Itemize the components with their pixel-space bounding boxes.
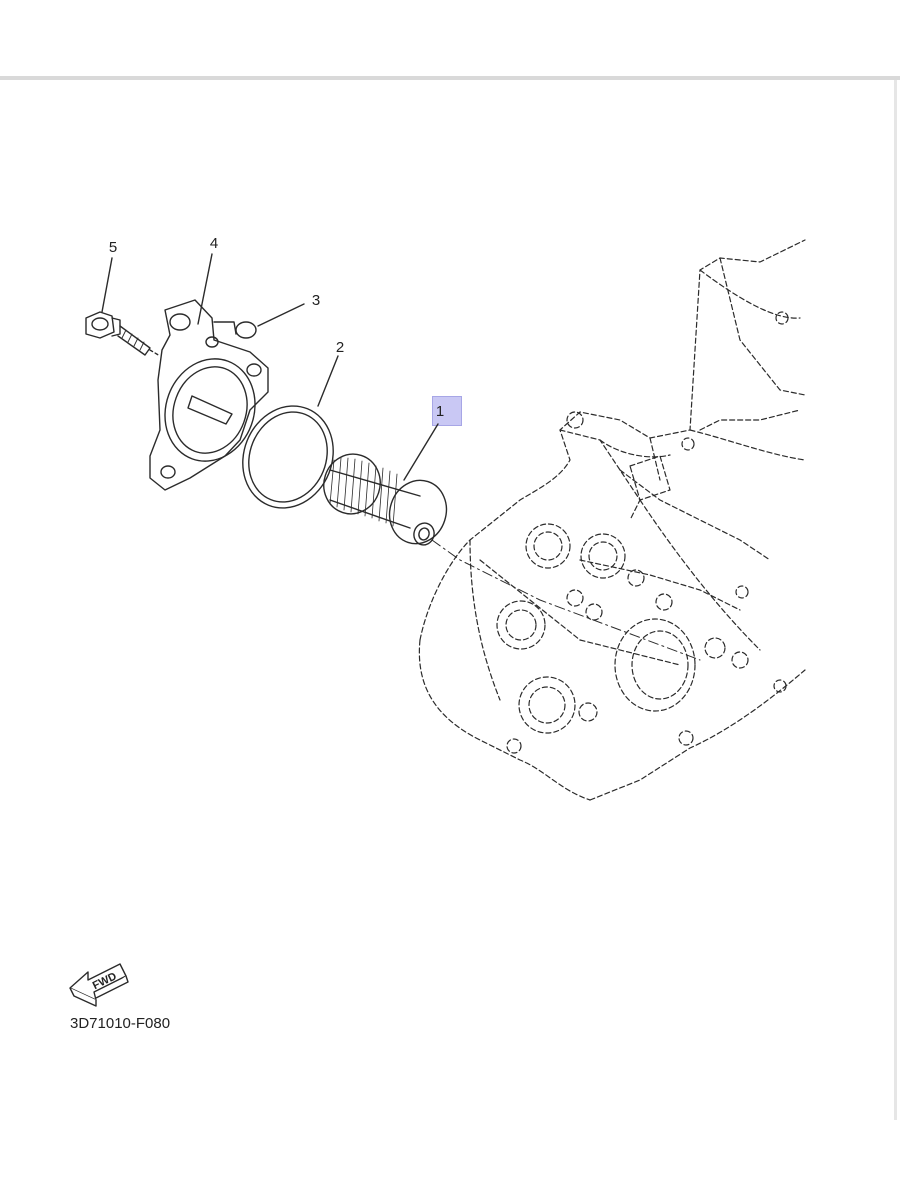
o-ring-large [242,405,334,509]
oil-filter-element [323,453,448,546]
o-ring-small [235,321,257,339]
callout-3-label[interactable]: 3 [312,292,320,309]
leader-3 [257,303,305,327]
crankcase-outline [418,239,806,801]
callout-1-label[interactable]: 1 [436,403,444,420]
top-divider [0,76,900,80]
leader-1 [403,423,439,481]
right-divider [894,80,897,1120]
callout-5-label[interactable]: 5 [109,239,117,256]
leader-2 [317,355,339,407]
callout-2-label[interactable]: 2 [336,339,344,356]
assembly-axis-line [431,539,701,661]
leader-5 [101,257,113,313]
flange-bolt [85,311,161,357]
callout-1-highlight[interactable] [432,396,462,426]
callout-4-label[interactable]: 4 [210,235,218,252]
leader-4 [197,253,213,325]
figure-code: 3D71010-F080 [70,1015,171,1032]
filter-cover [149,299,269,491]
forward-arrow-icon: FWD [69,963,129,1007]
